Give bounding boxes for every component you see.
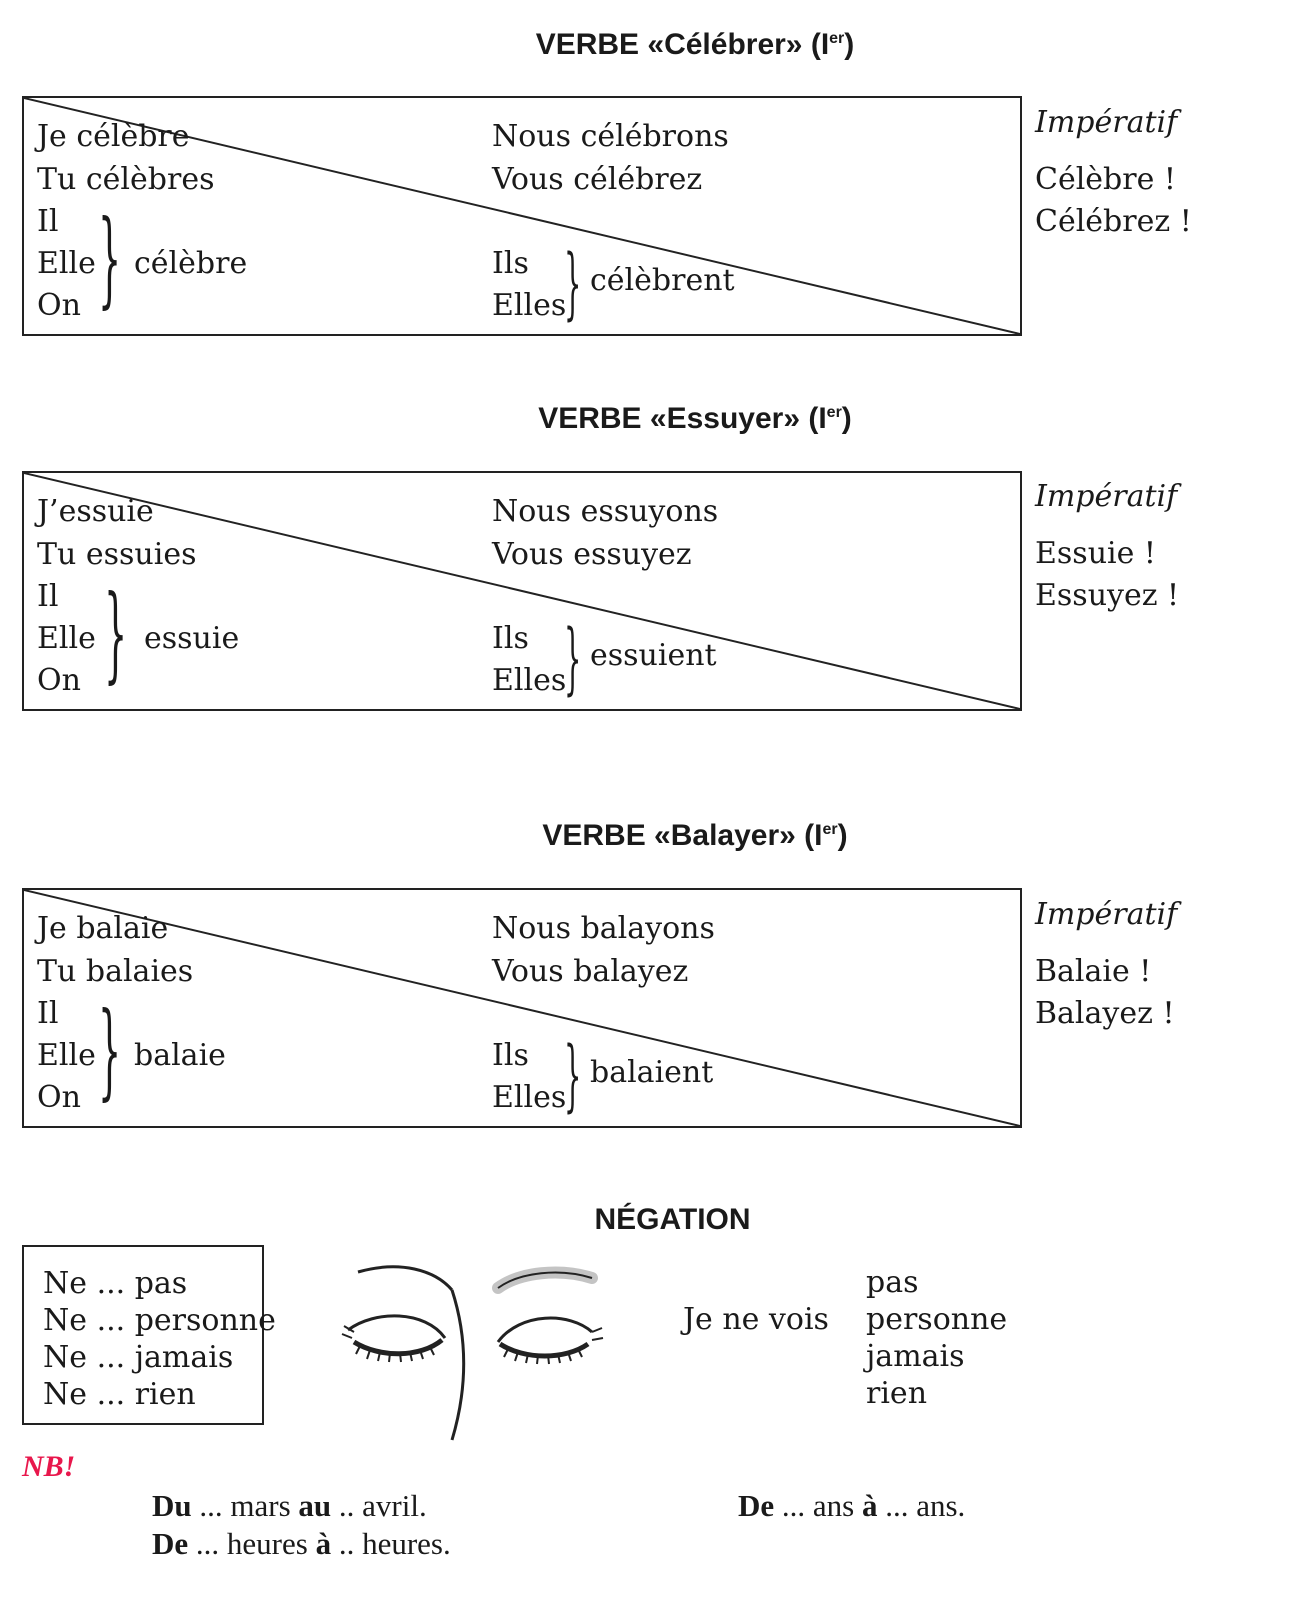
je-form: Je célèbre bbox=[37, 119, 190, 154]
nous-form: Nous balayons bbox=[492, 911, 715, 946]
negation-row-pas: Ne ... pas bbox=[43, 1266, 188, 1301]
on-pronoun: On bbox=[37, 663, 81, 698]
vous-form: Vous célébrez bbox=[492, 162, 703, 197]
imperative-balayer: Impératif Balaie ! Balayez ! bbox=[1035, 900, 1177, 1029]
nb-line-de-ans: De ... ans à ... ans. bbox=[738, 1488, 966, 1523]
example-word-pas: pas bbox=[866, 1265, 919, 1300]
nous-form: Nous essuyons bbox=[492, 494, 719, 529]
negation-row-personne: Ne ... personne bbox=[43, 1303, 276, 1338]
elles-pronoun: Elles bbox=[492, 663, 567, 698]
il-pronoun: Il bbox=[37, 204, 59, 239]
imperative-plural: Balayez ! bbox=[1035, 996, 1175, 1031]
imperative-essuyer: Impératif Essuie ! Essuyez ! bbox=[1035, 482, 1179, 611]
imperative-singular: Balaie ! bbox=[1035, 954, 1152, 989]
imperative-singular: Célèbre ! bbox=[1035, 162, 1176, 197]
elles-pronoun: Elles bbox=[492, 288, 567, 323]
nb-line-du-au: Du ... mars au .. avril. bbox=[152, 1488, 427, 1523]
verb-title-essuyer: VERBE «Essuyer» (Ier) bbox=[538, 402, 852, 435]
elles-pronoun: Elles bbox=[492, 1080, 567, 1115]
nb-line-de-heures: De ... heures à .. heures. bbox=[152, 1526, 451, 1561]
vous-form: Vous essuyez bbox=[492, 537, 692, 572]
imperative-plural: Essuyez ! bbox=[1035, 578, 1180, 613]
tu-form: Tu essuies bbox=[37, 537, 197, 572]
brace-icon: } bbox=[564, 239, 582, 329]
example-word-rien: rien bbox=[866, 1376, 928, 1411]
imperative-plural: Célébrez ! bbox=[1035, 204, 1192, 239]
il-pronoun: Il bbox=[37, 996, 59, 1031]
ils-pronoun: Ils bbox=[492, 621, 529, 656]
je-form: J’essuie bbox=[37, 494, 154, 529]
conjugation-table-balayer: Je balaie Tu balaies Il Elle On } balaie… bbox=[22, 888, 1022, 1128]
brace-icon: } bbox=[98, 197, 122, 319]
imperative-celebrer: Impératif Célèbre ! Célébrez ! bbox=[1035, 108, 1192, 237]
negation-row-jamais: Ne ... jamais bbox=[43, 1340, 234, 1375]
plural-form: célèbrent bbox=[590, 263, 735, 298]
plural-form: balaient bbox=[590, 1055, 714, 1090]
singular-form: balaie bbox=[134, 1038, 226, 1073]
verb-title-celebrer: VERBE «Célébrer» (Ier) bbox=[535, 28, 855, 61]
diagonal-divider bbox=[24, 473, 1020, 709]
imperative-label: Impératif bbox=[1035, 897, 1178, 932]
il-pronoun: Il bbox=[37, 579, 59, 614]
negation-box: Ne ... pas Ne ... personne Ne ... jamais… bbox=[22, 1245, 276, 1425]
je-form: Je balaie bbox=[37, 911, 169, 946]
ils-pronoun: Ils bbox=[492, 1038, 529, 1073]
elle-pronoun: Elle bbox=[37, 1038, 96, 1073]
plural-form: essuient bbox=[590, 638, 717, 673]
elle-pronoun: Elle bbox=[37, 246, 96, 281]
conjugation-table-celebrer: Je célèbre Tu célèbres Il Elle On } célè… bbox=[22, 96, 1022, 336]
nous-form: Nous célébrons bbox=[492, 119, 729, 154]
tu-form: Tu célèbres bbox=[37, 162, 215, 197]
tu-form: Tu balaies bbox=[37, 954, 194, 989]
example-word-jamais: jamais bbox=[866, 1339, 965, 1374]
imperative-label: Impératif bbox=[1035, 479, 1178, 514]
diagonal-divider bbox=[24, 98, 1020, 334]
imperative-label: Impératif bbox=[1035, 105, 1178, 140]
brace-icon: } bbox=[104, 572, 128, 694]
ils-pronoun: Ils bbox=[492, 246, 529, 281]
brace-icon: } bbox=[564, 614, 582, 704]
verb-title-balayer: VERBE «Balayer» (Ier) bbox=[542, 819, 848, 852]
singular-form: célèbre bbox=[134, 246, 248, 281]
negation-row-rien: Ne ... rien bbox=[43, 1377, 196, 1412]
nb-label: NB! bbox=[22, 1450, 76, 1483]
closed-eyes-icon bbox=[341, 1265, 604, 1441]
vous-form: Vous balayez bbox=[492, 954, 689, 989]
imperative-singular: Essuie ! bbox=[1035, 536, 1156, 571]
brace-icon: } bbox=[98, 989, 122, 1111]
elle-pronoun: Elle bbox=[37, 621, 96, 656]
example-subject: Je ne vois bbox=[683, 1302, 829, 1337]
on-pronoun: On bbox=[37, 288, 81, 323]
diagonal-divider bbox=[24, 890, 1020, 1126]
conjugation-table-essuyer: J’essuie Tu essuies Il Elle On } essuie … bbox=[22, 471, 1022, 711]
negation-title: NÉGATION bbox=[594, 1203, 751, 1236]
singular-form: essuie bbox=[144, 621, 240, 656]
example-word-personne: personne bbox=[866, 1302, 1008, 1337]
on-pronoun: On bbox=[37, 1080, 81, 1115]
brace-icon: } bbox=[564, 1031, 582, 1121]
